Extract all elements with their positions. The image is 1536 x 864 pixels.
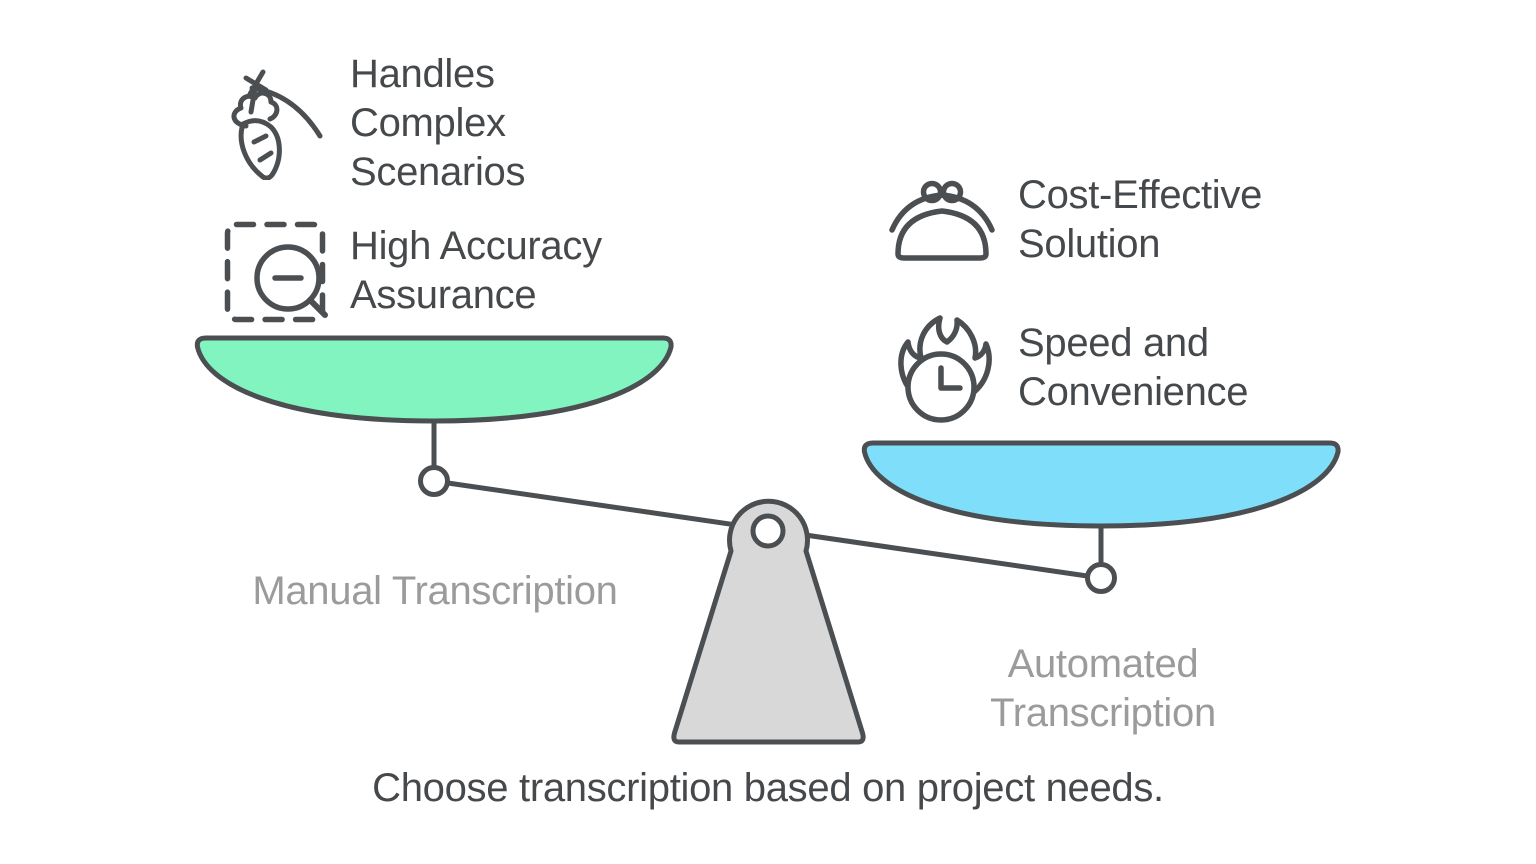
left-pan	[194, 335, 674, 424]
feature-label-speed-and-convenience: Speed and Convenience	[1018, 321, 1249, 414]
feature-label-cost-effective-solution: Cost-Effective Solution	[1018, 173, 1263, 266]
coin-purse-icon	[889, 180, 995, 261]
pan-label-automated-transcription: Automated Transcription	[990, 642, 1216, 735]
right-beam-pivot	[1085, 562, 1117, 594]
pan-label-manual-transcription: Manual Transcription	[252, 569, 618, 613]
feature-label-high-accuracy-assurance: High Accuracy Assurance	[350, 224, 602, 317]
carrot-on-stick-icon	[231, 69, 323, 180]
feature-label-handles-complex-scenarios: Handles Complex Scenarios	[350, 52, 526, 194]
left-beam-pivot	[418, 465, 450, 497]
fulcrum	[671, 498, 866, 745]
diagram-caption: Choose transcription based on project ne…	[372, 766, 1164, 810]
flaming-clock-icon	[898, 315, 992, 423]
fulcrum-pivot-hole	[750, 513, 786, 549]
zoom-area-inspect-icon	[224, 221, 328, 323]
right-pan	[861, 440, 1341, 529]
